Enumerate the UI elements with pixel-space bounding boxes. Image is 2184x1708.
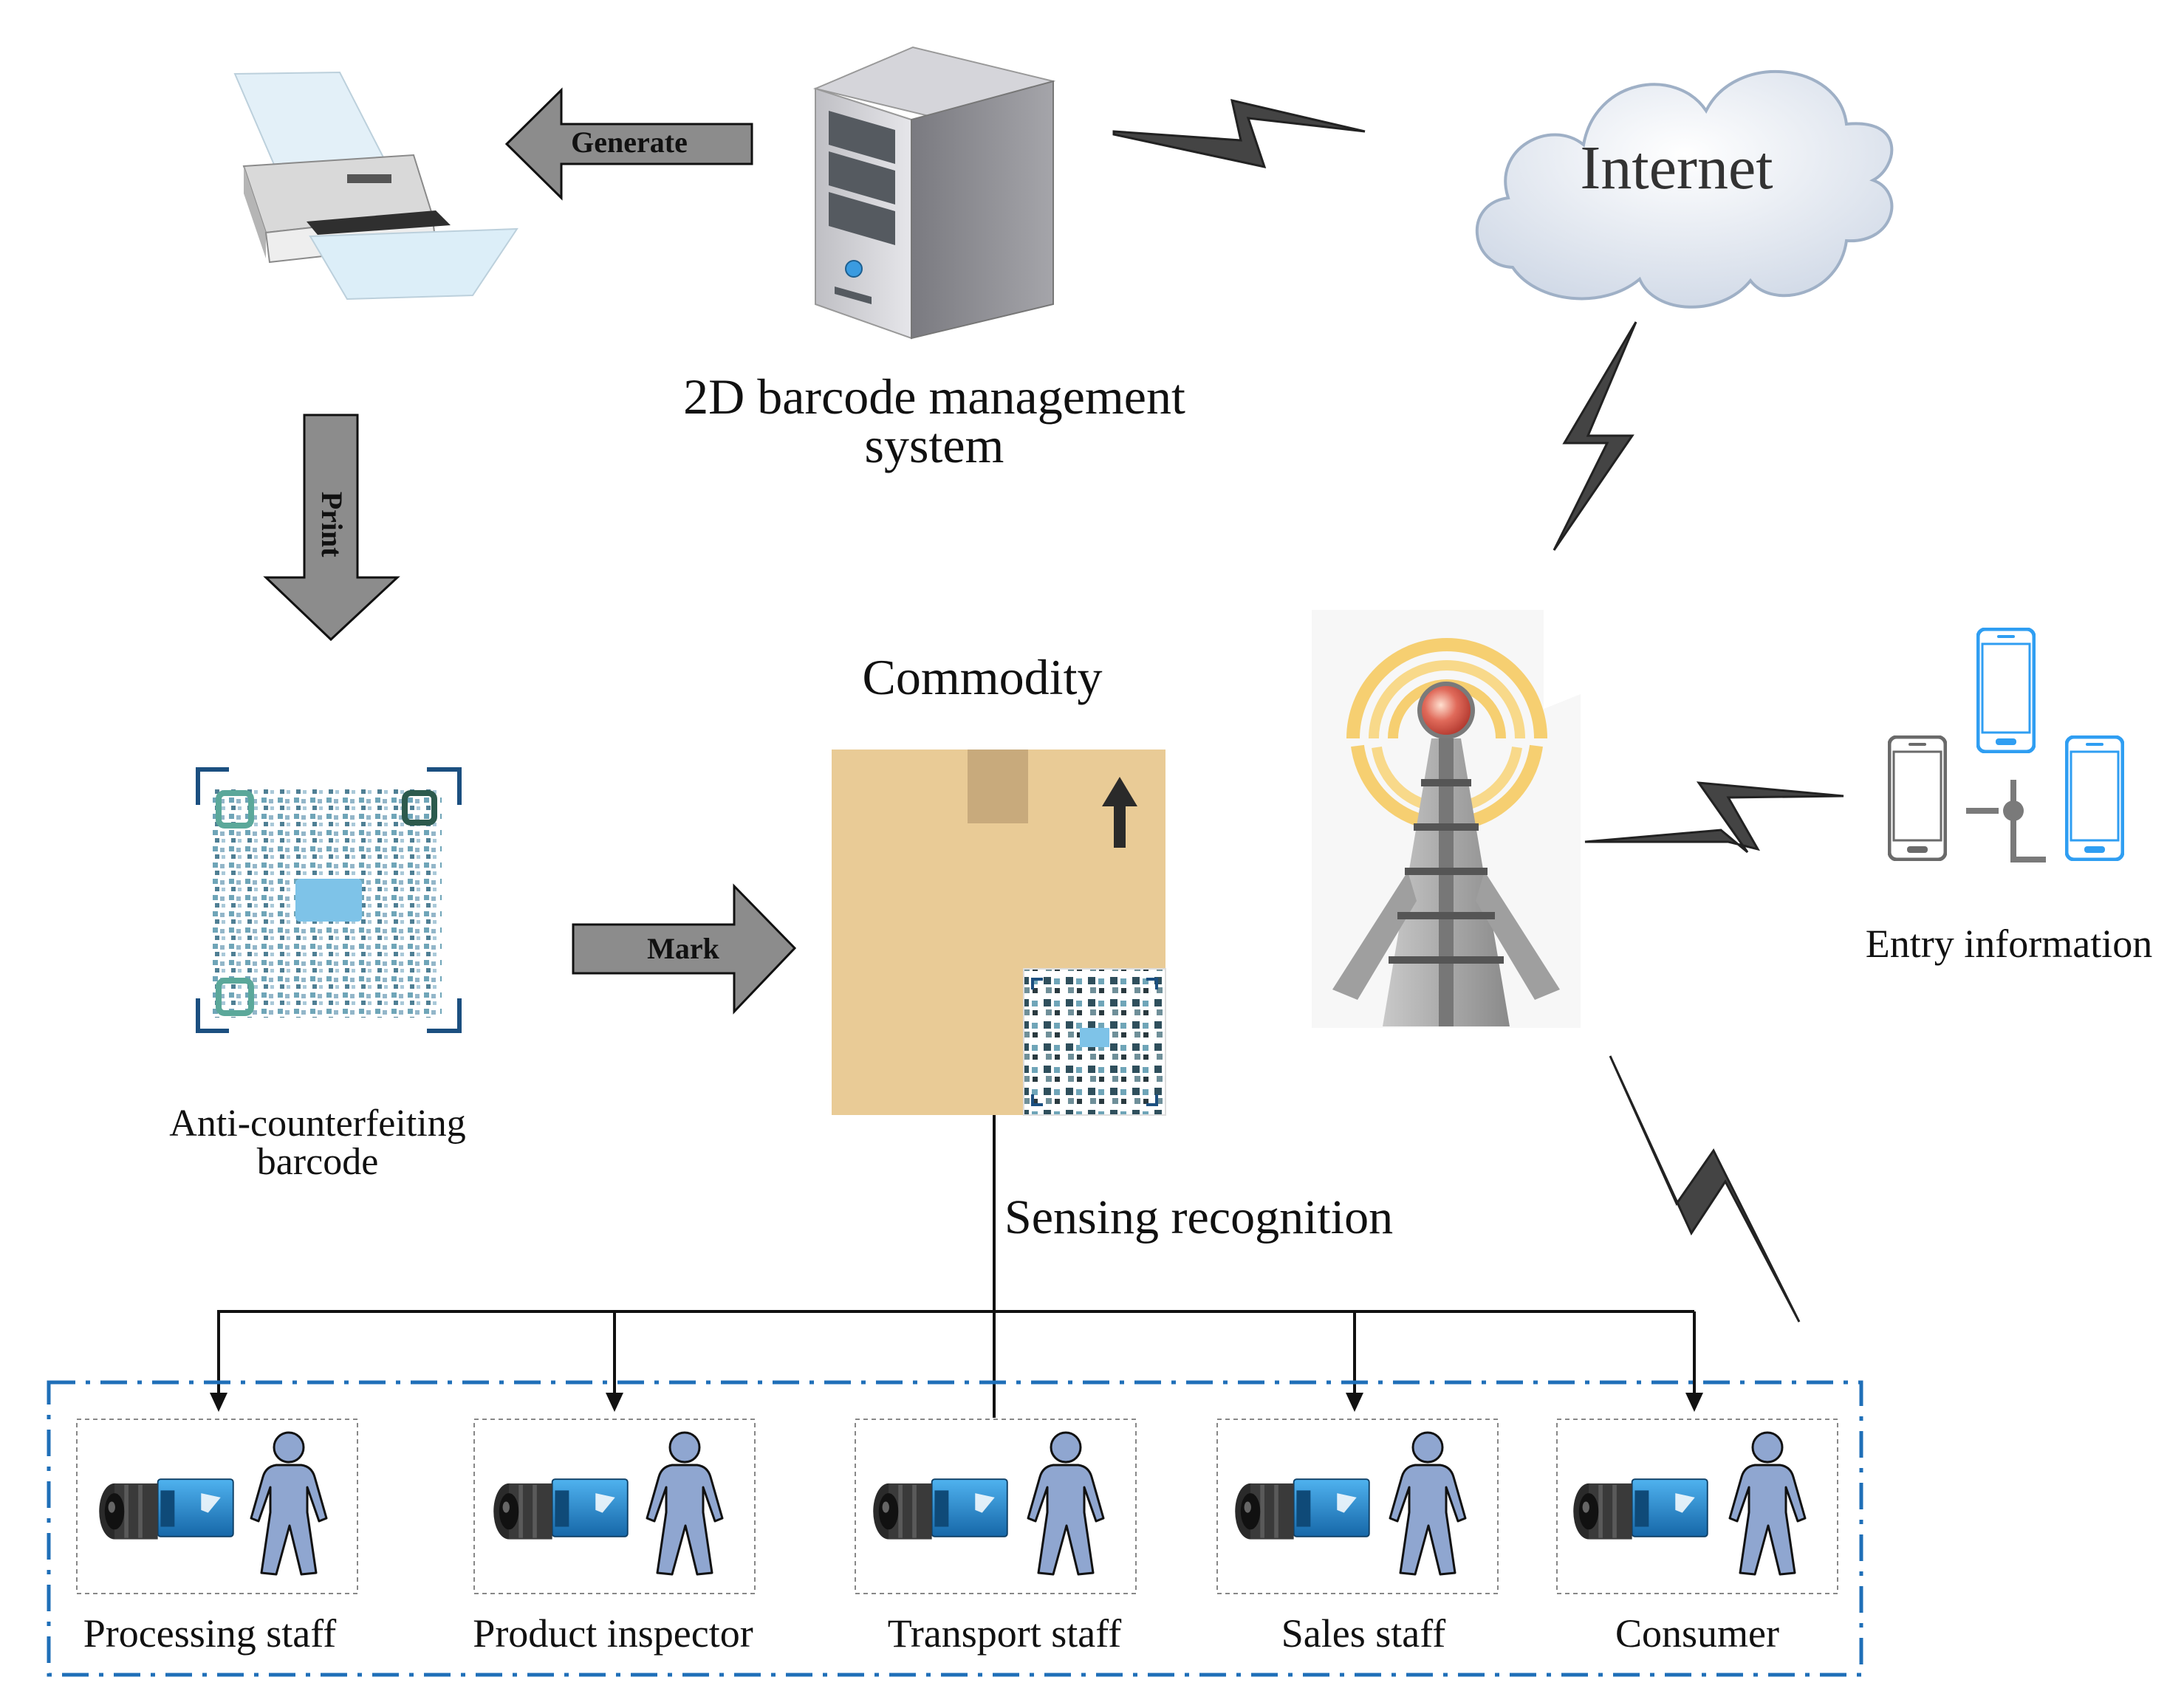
qr-code-image <box>196 767 462 1033</box>
staff-label: Sales staff <box>1281 1611 1445 1656</box>
staff-group-frame <box>47 1380 1863 1677</box>
staff-card <box>855 1419 1137 1594</box>
staff-label: Processing staff <box>83 1611 336 1656</box>
print-arrow: Print <box>263 414 400 642</box>
sensing-label: Sensing recognition <box>1004 1190 1393 1244</box>
barcode-label-line1: Anti-counterfeiting <box>169 1102 465 1145</box>
signal-tower-icon <box>1312 610 1581 1028</box>
staff-card <box>473 1419 756 1594</box>
generate-arrow-label: Generate <box>571 126 688 159</box>
wireless-link-icon <box>1112 98 1366 169</box>
wireless-link-icon <box>1609 1055 1801 1323</box>
system-label-line1: 2D barcode management <box>683 368 1185 425</box>
staff-label: Product inspector <box>473 1611 753 1656</box>
generate-arrow: Generate <box>504 87 753 201</box>
commodity-label: Commodity <box>863 649 1103 705</box>
staff-card <box>76 1419 358 1594</box>
commodity-box-icon <box>832 750 1166 1116</box>
print-arrow-label: Print <box>315 492 349 558</box>
staff-label: Consumer <box>1615 1611 1779 1656</box>
mark-arrow: Mark <box>572 883 797 1015</box>
internet-label: Internet <box>1580 134 1773 202</box>
staff-label: Transport staff <box>888 1611 1122 1656</box>
mark-arrow-label: Mark <box>647 932 720 965</box>
staff-card <box>1216 1419 1499 1594</box>
staff-card <box>1556 1419 1838 1594</box>
cloud-icon: Internet <box>1475 69 1894 309</box>
server-icon <box>812 46 1056 340</box>
wireless-link-icon <box>1553 321 1637 551</box>
barcode-label-line2: barcode <box>257 1141 379 1183</box>
system-label-line2: system <box>865 417 1004 473</box>
entry-info-label: Entry information <box>1866 922 2152 966</box>
printer-icon <box>233 71 518 301</box>
wireless-link-icon <box>1584 781 1844 854</box>
mobile-devices-icon <box>1889 629 2123 862</box>
staff-arrows <box>210 1311 1703 1412</box>
